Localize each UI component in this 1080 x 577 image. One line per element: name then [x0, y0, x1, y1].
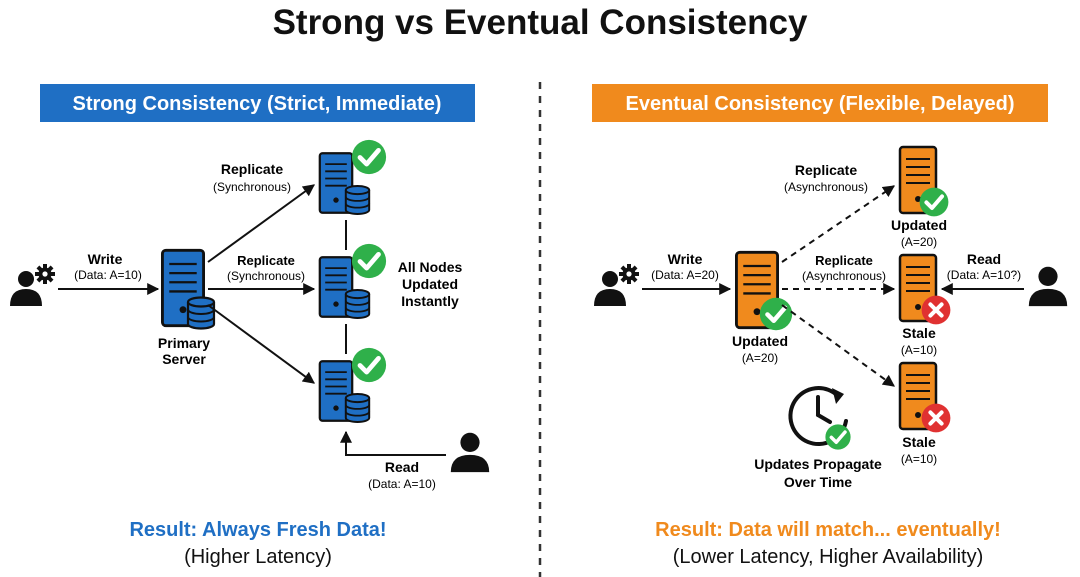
eventual-replica-top-check-icon	[918, 186, 950, 218]
replica-bot-db-icon	[344, 393, 371, 423]
eventual-replica-top-label: Updated	[891, 217, 947, 233]
async-arrow-bot	[781, 304, 895, 387]
eventual-reader-user-icon	[1028, 266, 1068, 307]
all-nodes-line3: Instantly	[401, 293, 459, 309]
strong-panel: Strong Consistency (Strict, Immediate) W…	[10, 84, 490, 568]
eventual-replica-mid-detail: (A=10)	[901, 343, 937, 357]
clock-line2: Over Time	[784, 474, 852, 490]
eventual-replica-bot-detail: (A=10)	[901, 452, 937, 466]
eventual-primary-detail: (A=20)	[742, 351, 778, 365]
strong-result-sub: (Higher Latency)	[184, 546, 332, 568]
replica-mid-db-icon	[344, 289, 371, 319]
eventual-replicate-mid-detail: (Asynchronous)	[802, 269, 886, 283]
replica-top-check-icon	[352, 140, 386, 174]
replicate-arrow-bot	[207, 304, 315, 384]
eventual-replica-top-detail: (A=20)	[901, 235, 937, 249]
eventual-write-detail: (Data: A=20)	[651, 268, 719, 282]
page-title: Strong vs Eventual Consistency	[273, 3, 808, 42]
async-arrow-top	[781, 185, 895, 263]
all-nodes-line1: All Nodes	[398, 259, 463, 275]
strong-result: Result: Always Fresh Data!	[129, 519, 386, 541]
strong-read-detail: (Data: A=10)	[368, 477, 436, 491]
eventual-replica-bot-cross-icon	[920, 402, 952, 434]
strong-header-bg	[40, 84, 475, 122]
eventual-primary-check-icon	[760, 298, 792, 330]
writer-user-icon	[10, 264, 55, 306]
strong-write-detail: (Data: A=10)	[74, 268, 142, 282]
clock-check-icon	[824, 423, 852, 451]
eventual-replicate-mid-label: Replicate	[815, 253, 873, 268]
eventual-primary-label: Updated	[732, 333, 788, 349]
reader-user-icon	[450, 432, 490, 473]
eventual-read-label: Read	[967, 251, 1001, 267]
eventual-writer-user-icon	[594, 264, 639, 306]
strong-replicate-top-label: Replicate	[221, 161, 283, 177]
strong-replicate-mid-detail: (Synchronous)	[227, 269, 305, 283]
strong-replicate-mid-label: Replicate	[237, 253, 295, 268]
eventual-replica-mid-label: Stale	[902, 325, 936, 341]
eventual-replica-bot-label: Stale	[902, 434, 936, 450]
primary-db-icon	[186, 296, 216, 330]
replicate-arrow-top	[207, 184, 315, 263]
eventual-replicate-top-label: Replicate	[795, 162, 857, 178]
primary-label-2: Server	[162, 351, 206, 367]
clock-line1: Updates Propagate	[754, 456, 882, 472]
primary-label-1: Primary	[158, 335, 210, 351]
strong-replicate-top-detail: (Synchronous)	[213, 180, 291, 194]
eventual-read-detail: (Data: A=10?)	[947, 268, 1021, 282]
eventual-header-bg	[592, 84, 1048, 122]
eventual-result: Result: Data will match... eventually!	[655, 519, 1001, 541]
replica-mid-check-icon	[352, 244, 386, 278]
read-arrow	[340, 430, 446, 456]
eventual-write-label: Write	[668, 251, 703, 267]
all-nodes-line2: Updated	[402, 276, 458, 292]
replica-top-db-icon	[344, 185, 371, 215]
eventual-result-sub: (Lower Latency, Higher Availability)	[673, 546, 984, 568]
eventual-replica-mid-cross-icon	[920, 294, 952, 326]
eventual-replicate-top-detail: (Asynchronous)	[784, 180, 868, 194]
replica-bot-check-icon	[352, 348, 386, 382]
eventual-header: Eventual Consistency (Flexible, Delayed)	[625, 93, 1014, 115]
strong-write-label: Write	[88, 251, 123, 267]
eventual-panel: Eventual Consistency (Flexible, Delayed)…	[592, 84, 1068, 568]
strong-header: Strong Consistency (Strict, Immediate)	[73, 93, 442, 115]
strong-read-label: Read	[385, 459, 419, 475]
